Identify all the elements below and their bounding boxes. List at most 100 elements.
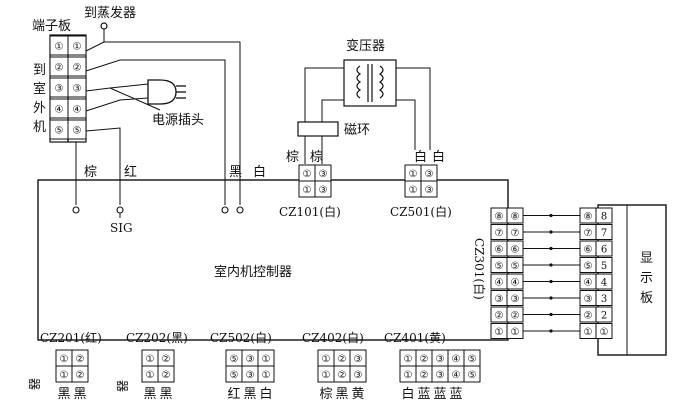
bottom-connector-cell: ② — [162, 354, 171, 365]
cz301-cell: ⑤ — [511, 261, 520, 272]
terminal-cell-right: ⑤ — [73, 126, 82, 137]
bottom-connector-cell: ② — [76, 354, 85, 365]
cz101-cell-box — [314, 180, 332, 198]
terminal-wires — [75, 41, 241, 205]
display-cell: 8 — [601, 212, 607, 223]
bottom-wire-label: 蓝 — [433, 387, 446, 400]
bottom-connector-cell: ② — [162, 370, 171, 381]
bottom-connector-cell: ① — [60, 354, 69, 365]
transformer-wires — [304, 67, 431, 164]
bottom-connector-cell: ⑤ — [468, 354, 477, 365]
terminal-cell-right-box — [67, 77, 87, 98]
cz301-wire-dot — [549, 296, 553, 300]
cz301-wires — [523, 213, 580, 333]
bottom-connector-cell: ① — [262, 354, 271, 365]
bottom-connector-label: CZ502(白) — [210, 330, 272, 345]
bottom-connector-cell: ⑤ — [230, 370, 239, 381]
bottom-connector-cell: ① — [146, 370, 155, 381]
display-cell: ② — [584, 311, 593, 322]
cz501-cell: ③ — [425, 185, 434, 196]
bottom-connector-cell: ② — [338, 370, 347, 381]
bottom-connector-cell: ⑤ — [468, 370, 477, 381]
evaporator-label: 到蒸发器 — [84, 5, 136, 21]
ring-label: 磁环 — [344, 123, 370, 138]
cz501-cell: ① — [409, 169, 418, 180]
cz101-cell: ① — [303, 185, 312, 196]
bottom-wire-label: 白 — [401, 386, 414, 400]
bottom-wire-label: 黑 — [143, 387, 156, 400]
terminal-cell-left: ① — [55, 42, 64, 53]
display-cell: ① — [600, 327, 609, 338]
display-cell: ① — [584, 327, 593, 338]
wire-label-red: 红 — [124, 164, 137, 180]
plug-label: 电源插头 — [152, 113, 204, 128]
bottom-connector-cell-box — [71, 365, 89, 383]
cz301-cell: ② — [495, 311, 504, 322]
display-cell: 2 — [601, 311, 607, 322]
display-cell-box — [595, 207, 613, 224]
cz101-cell: ③ — [319, 185, 328, 196]
cz101-wire-label: 棕 — [310, 150, 323, 165]
cz301-wire-dot — [549, 263, 553, 267]
cz301-cell: ④ — [495, 278, 504, 289]
cz501-wire-label: 白 — [432, 149, 445, 165]
cz301-wire-dot — [549, 230, 553, 234]
display-cell: 4 — [601, 278, 607, 289]
terminal-cell-right-box — [67, 56, 87, 77]
side-label-char: 到 — [33, 63, 46, 78]
cz301-cell: ⑧ — [495, 212, 504, 223]
cz301-label: CZ301(白) — [472, 238, 487, 300]
controller-board — [37, 179, 509, 341]
controller-label: 室内机控制器 — [214, 264, 292, 280]
cz301-cell: ⑤ — [495, 261, 504, 272]
display-cell: ⑧ — [584, 212, 593, 223]
cz501-label: CZ501(白) — [390, 204, 452, 219]
display-label-char: 板 — [640, 291, 653, 306]
bottom-left-mark: 器 — [27, 378, 41, 390]
bottom-connector-cell: ③ — [246, 370, 255, 381]
bottom-connector-cell: ① — [262, 370, 271, 381]
terminal-cell-right-box — [67, 119, 87, 140]
cz101-wire-label: 棕 — [286, 150, 299, 165]
cz301-wire-dot — [549, 246, 553, 251]
bottom-wire-label: 红 — [227, 386, 240, 400]
bottom-left-mark: 器 — [115, 380, 129, 392]
cz301-cell: ⑥ — [511, 245, 520, 256]
cz301-wire-dot — [549, 329, 553, 333]
cz101-label: CZ101(白) — [279, 204, 341, 219]
bottom-connector-cell: ① — [404, 370, 413, 381]
cz501-wire-label: 白 — [414, 149, 427, 165]
terminal-cell-right: ② — [73, 63, 82, 74]
side-label-char: 室 — [33, 81, 46, 97]
display-cell: 6 — [601, 245, 607, 256]
wire-label-black: 黑 — [229, 165, 242, 180]
bottom-connector-cell: ① — [322, 354, 331, 365]
bottom-wire-label: 黑 — [243, 387, 256, 400]
cz301-cell: ⑧ — [511, 212, 520, 223]
bottom-connector-cell-box — [463, 365, 481, 383]
bottom-connector-cell: ③ — [436, 370, 445, 381]
side-label-char: 外 — [33, 101, 46, 116]
bottom-connector-label: CZ402(白) — [302, 330, 364, 345]
side-label-char: 机 — [33, 120, 46, 135]
bottom-wire-label: 黑 — [335, 387, 348, 400]
cz501-cell-box — [420, 180, 438, 198]
terminal-cell-right: ④ — [73, 105, 82, 116]
cz301-wire-dot — [549, 279, 553, 284]
terminal-cell-left: ⑤ — [55, 126, 64, 137]
cz501-cell: ③ — [425, 169, 434, 180]
display-cell: ③ — [584, 294, 593, 305]
cz101-cell: ① — [303, 169, 312, 180]
display-cell: 7 — [601, 228, 607, 239]
bottom-connector-cell: ② — [338, 354, 347, 365]
terminal-cell-right-box — [67, 35, 87, 56]
bottom-connector-cell: ① — [404, 354, 413, 365]
sig-label: SIG — [110, 221, 133, 235]
terminal-cell-left: ④ — [55, 105, 64, 116]
transformer-label: 变压器 — [346, 38, 385, 54]
bottom-wire-label: 黄 — [351, 387, 364, 400]
